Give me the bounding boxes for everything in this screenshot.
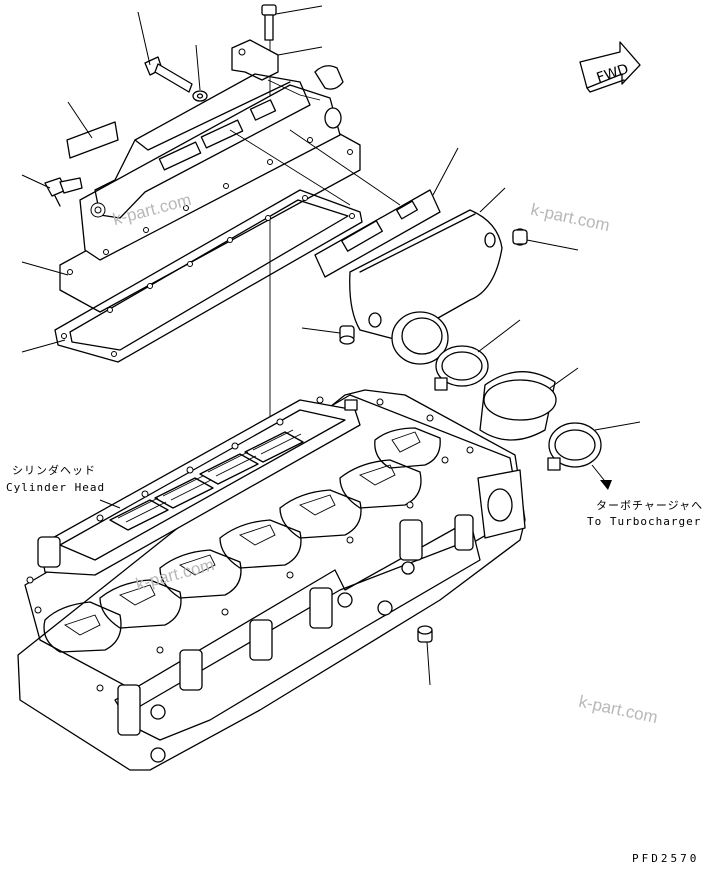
plug-left <box>301 325 355 345</box>
gasket-bolt-holes <box>61 195 355 357</box>
cylinder-head <box>17 389 526 771</box>
bracket <box>231 39 323 81</box>
side-bolt <box>137 11 193 93</box>
label-plate <box>66 101 119 159</box>
washer <box>192 44 208 102</box>
fwd-arrow-icon: FWD <box>579 41 641 93</box>
cylinder-head-label-en: Cylinder Head <box>6 481 106 494</box>
intake-cover <box>21 65 361 313</box>
plug-right <box>512 228 579 251</box>
connector-gasket <box>314 147 459 278</box>
figure-code: PFD2570 <box>632 852 700 865</box>
head-plug <box>417 625 433 686</box>
head-bolt-holes <box>26 396 474 692</box>
turbo-label-en: To Turbocharger <box>587 515 702 528</box>
intake-grilles <box>109 429 304 531</box>
hose-clamp-2 <box>547 421 641 471</box>
cover-bolt-holes <box>67 137 353 275</box>
injector-fittings <box>117 514 474 763</box>
intake-elbow <box>349 187 506 365</box>
hose-clamp-1 <box>434 319 521 391</box>
air-hose <box>479 367 579 441</box>
sensor <box>21 174 83 207</box>
valve-pockets <box>43 427 441 653</box>
manifold-gasket <box>21 189 363 363</box>
mounting-bolt <box>261 4 323 41</box>
turbo-label-jp: ターボチャージャへ <box>596 499 704 512</box>
cylinder-head-label-jp: シリンダヘッド <box>12 464 96 477</box>
turbo-arrow <box>591 464 612 490</box>
